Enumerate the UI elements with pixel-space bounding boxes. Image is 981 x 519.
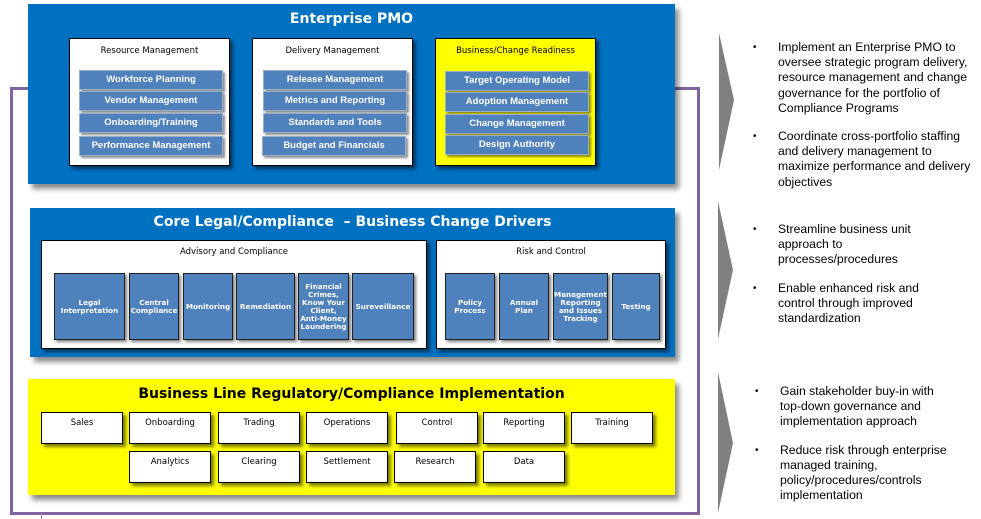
settlement-tile: Settlement: [306, 451, 388, 483]
frame-tick-mark: [41, 513, 42, 519]
enterprise-pmo-title: Enterprise PMO: [289, 11, 414, 27]
bullet-item: • Implement an Enterprise PMO to oversee…: [753, 40, 978, 116]
bullet-item: • Gain stakeholder buy-in with top-down …: [755, 384, 970, 430]
bullet-icon: •: [755, 444, 759, 456]
vendor-management-item: Vendor Management: [79, 91, 223, 111]
bullet-icon: •: [753, 42, 757, 53]
notes-business-line: • Gain stakeholder buy-in with top-down …: [755, 384, 970, 516]
bullet-item: • Streamline business unit approach to p…: [753, 222, 943, 268]
remediation-tile: Remediation: [236, 273, 295, 340]
data-tile: Data: [483, 451, 565, 483]
target-operating-model-item: Target Operating Model: [445, 71, 589, 91]
research-tile: Research: [394, 451, 476, 483]
financial-crimes-kyc-aml-tile: Financial Crimes, Know Your Client, Anti…: [298, 273, 349, 340]
bullet-text: Streamline business unit approach to pro…: [778, 222, 911, 267]
design-authority-item: Design Authority: [445, 135, 589, 155]
annual-plan-tile: Annual Plan: [499, 273, 549, 340]
advisory-compliance-title: Advisory and Compliance: [179, 247, 289, 257]
operations-tile: Operations: [306, 412, 388, 444]
bullet-item: • Reduce risk through enterprise managed…: [755, 443, 970, 504]
bullet-text: Enable enhanced risk and control through…: [778, 280, 919, 326]
delivery-management-title: Delivery Management: [285, 46, 380, 56]
bullet-item: • Coordinate cross-portfolio staffing an…: [753, 129, 978, 190]
trading-tile: Trading: [218, 412, 300, 444]
chevron-right-icon: [718, 372, 733, 513]
resource-management-title: Resource Management: [100, 46, 199, 56]
surveillance-tile: Sureveillance: [352, 273, 414, 340]
onboarding-training-item: Onboarding/Training: [79, 113, 223, 133]
risk-control-title: Risk and Control: [516, 247, 586, 257]
adoption-management-item: Adoption Management: [445, 92, 589, 112]
control-tile: Control: [396, 412, 478, 444]
business-change-readiness-title: Business/Change Readiness: [456, 46, 575, 56]
chevron-right-icon: [719, 33, 734, 170]
testing-tile: Testing: [612, 273, 660, 340]
bullet-icon: •: [755, 386, 759, 397]
budget-financials-item: Budget and Financials: [262, 136, 406, 156]
notes-core-legal: • Streamline business unit approach to p…: [753, 222, 943, 339]
standards-tools-item: Standards and Tools: [263, 113, 407, 133]
chevron-right-icon: [718, 201, 733, 339]
release-management-item: Release Management: [263, 70, 407, 90]
bullet-text: Implement an Enterprise PMO to oversee s…: [778, 40, 968, 115]
management-reporting-tile: Management Reporting and Issues Tracking: [553, 273, 608, 340]
business-line-title: Business Line Regulatory/Compliance Impl…: [138, 386, 565, 402]
monitoring-tile: Monitoring: [183, 273, 233, 340]
notes-enterprise-pmo: • Implement an Enterprise PMO to oversee…: [753, 40, 978, 203]
bullet-icon: •: [753, 131, 757, 143]
clearing-tile: Clearing: [218, 451, 300, 483]
reporting-tile: Reporting: [483, 412, 565, 444]
workforce-planning-item: Workforce Planning: [79, 70, 223, 90]
change-management-item: Change Management: [445, 114, 589, 134]
legal-interpretation-tile: Legal Interpretation: [54, 273, 125, 340]
training-tile: Training: [571, 412, 653, 444]
onboarding-tile: Onboarding: [129, 412, 211, 444]
performance-management-item: Performance Management: [79, 136, 223, 156]
bullet-text: Coordinate cross-portfolio staffing and …: [778, 129, 971, 189]
policy-process-tile: Policy Process: [445, 273, 495, 340]
bullet-text: Reduce risk through enterprise managed t…: [780, 442, 947, 503]
metrics-reporting-item: Metrics and Reporting: [263, 91, 407, 111]
bullet-icon: •: [753, 282, 757, 294]
bullet-text: Gain stakeholder buy-in with top-down go…: [780, 384, 934, 429]
bullet-item: • Enable enhanced risk and control throu…: [753, 281, 943, 327]
bullet-icon: •: [753, 224, 757, 235]
sales-tile: Sales: [41, 412, 123, 444]
central-compliance-tile: Central Compliance: [129, 273, 179, 340]
analytics-tile: Analytics: [129, 451, 211, 483]
core-legal-title: Core Legal/Compliance – Business Change …: [153, 214, 552, 230]
